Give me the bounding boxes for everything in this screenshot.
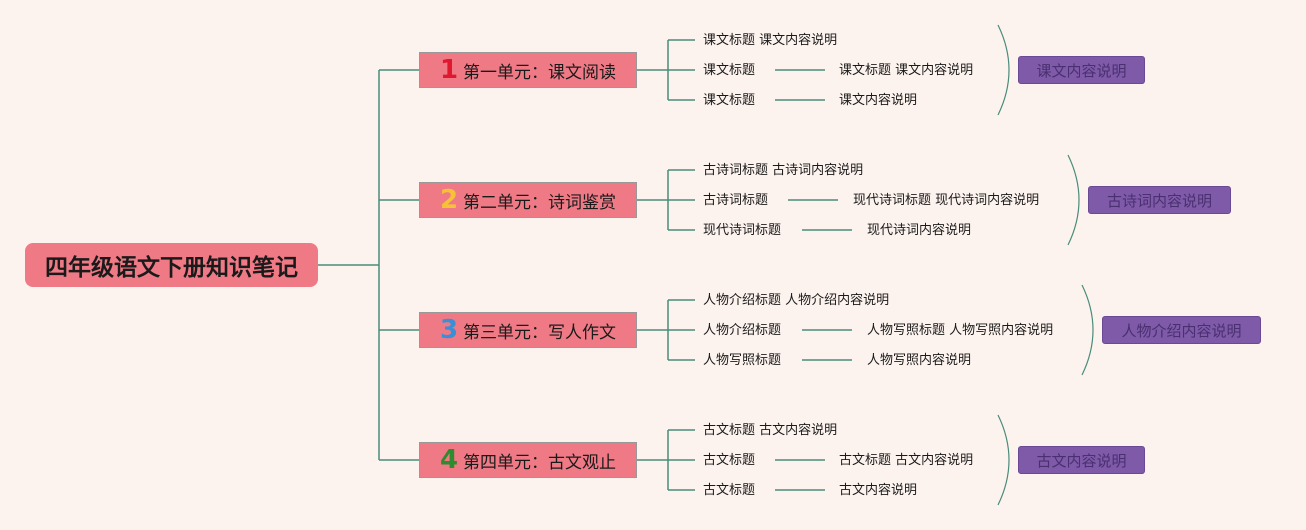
unit-node-1[interactable]: 1 第一单元：课文阅读 — [419, 52, 637, 88]
unit3-row2-text[interactable]: 人物介绍标题 — [703, 323, 782, 338]
unit-number-2: 2 — [439, 185, 459, 215]
unit-number-3: 3 — [439, 315, 459, 345]
unit-label-3: 第三单元：写人作文 — [463, 322, 617, 343]
unit2-row2-text[interactable]: 古诗词标题 — [703, 193, 769, 208]
unit-node-4[interactable]: 4 第四单元：古文观止 — [419, 442, 637, 478]
unit-node-3[interactable]: 3 第三单元：写人作文 — [419, 312, 637, 348]
unit-node-2[interactable]: 2 第二单元：诗词鉴赏 — [419, 182, 637, 218]
unit-number-4: 4 — [439, 445, 459, 475]
unit1-summary[interactable]: 课文内容说明 — [1018, 56, 1145, 84]
summary-brace-2 — [1067, 154, 1080, 246]
root-node[interactable]: 四年级语文下册知识笔记 — [25, 243, 318, 287]
unit4-row1-text[interactable]: 古文标题 古文内容说明 — [703, 423, 838, 438]
unit3-row2-detail[interactable]: 人物写照标题 人物写照内容说明 — [867, 323, 1054, 338]
unit1-row1-text[interactable]: 课文标题 课文内容说明 — [703, 33, 838, 48]
summary-brace-3 — [1081, 284, 1094, 376]
unit1-row3-text[interactable]: 课文标题 — [703, 93, 756, 108]
summary-brace-4 — [997, 414, 1010, 506]
unit-number-1: 1 — [439, 55, 459, 85]
unit4-row3-detail[interactable]: 古文内容说明 — [839, 483, 918, 498]
unit1-row2-text[interactable]: 课文标题 — [703, 63, 756, 78]
unit4-row3-text[interactable]: 古文标题 — [703, 483, 756, 498]
unit-label-2: 第二单元：诗词鉴赏 — [463, 192, 617, 213]
unit4-row2-detail[interactable]: 古文标题 古文内容说明 — [839, 453, 974, 468]
unit3-row1-text[interactable]: 人物介绍标题 人物介绍内容说明 — [703, 293, 890, 308]
unit2-summary[interactable]: 古诗词内容说明 — [1088, 186, 1231, 214]
unit2-row3-detail[interactable]: 现代诗词内容说明 — [867, 223, 972, 238]
unit1-row3-detail[interactable]: 课文内容说明 — [839, 93, 918, 108]
summary-brace-1 — [997, 24, 1010, 116]
unit3-row3-detail[interactable]: 人物写照内容说明 — [867, 353, 972, 368]
unit2-row3-text[interactable]: 现代诗词标题 — [703, 223, 782, 238]
root-title: 四年级语文下册知识笔记 — [45, 255, 298, 281]
unit-label-1: 第一单元：课文阅读 — [463, 62, 617, 83]
unit-label-4: 第四单元：古文观止 — [463, 452, 617, 473]
unit2-row1-text[interactable]: 古诗词标题 古诗词内容说明 — [703, 163, 864, 178]
unit3-row3-text[interactable]: 人物写照标题 — [703, 353, 782, 368]
unit4-row2-text[interactable]: 古文标题 — [703, 453, 756, 468]
unit4-summary[interactable]: 古文内容说明 — [1018, 446, 1145, 474]
unit3-summary[interactable]: 人物介绍内容说明 — [1102, 316, 1261, 344]
unit1-row2-detail[interactable]: 课文标题 课文内容说明 — [839, 63, 974, 78]
unit2-row2-detail[interactable]: 现代诗词标题 现代诗词内容说明 — [853, 193, 1040, 208]
